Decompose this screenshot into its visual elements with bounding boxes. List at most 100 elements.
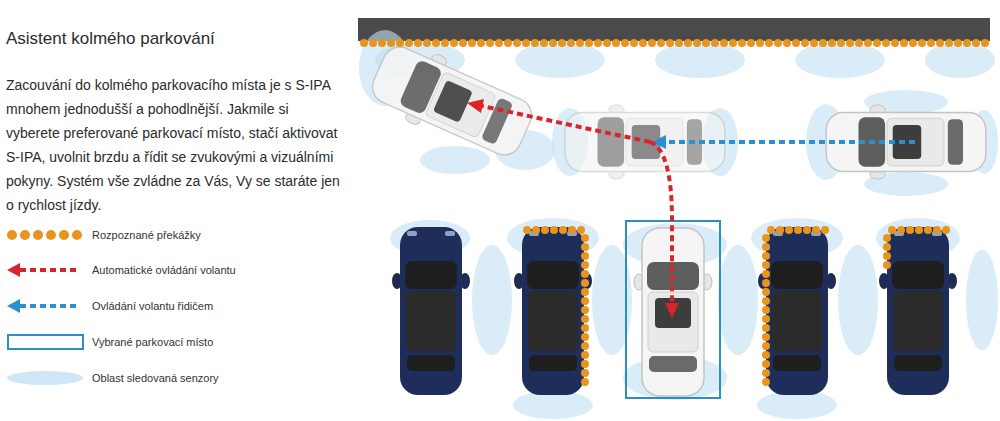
obstacle-dot [581, 252, 589, 260]
obstacle-dot [873, 39, 881, 47]
obstacle-dot [549, 39, 557, 47]
obstacle-dot [767, 226, 775, 234]
obstacle-dot [747, 39, 755, 47]
obstacle-dot [657, 39, 665, 47]
obstacle-dot [522, 39, 530, 47]
parked-car [758, 227, 836, 395]
obstacle-dot [666, 39, 674, 47]
obstacle-dot [924, 226, 932, 234]
obstacle-dot [762, 351, 770, 359]
sensor-area [472, 245, 512, 355]
obstacle-dots-swatch [7, 230, 82, 240]
legend-text: Oblast sledovaná senzory [92, 371, 219, 385]
obstacle-dot [567, 39, 575, 47]
obstacle-dot [883, 234, 891, 242]
obstacle-dot [762, 342, 770, 350]
own-car-turn [364, 35, 540, 168]
obstacle-dot [810, 39, 818, 47]
obstacle-dot [459, 39, 467, 47]
obstacle-dot [594, 39, 602, 47]
obstacle-dot [414, 39, 422, 47]
obstacle-dot [846, 39, 854, 47]
obstacle-dot [630, 39, 638, 47]
obstacle-dot [729, 39, 737, 47]
obstacle-dot [581, 270, 589, 278]
obstacle-dot [532, 226, 540, 234]
obstacle-dot [762, 288, 770, 296]
obstacle-dot [828, 39, 836, 47]
obstacle-dot [621, 39, 629, 47]
obstacle-dot [581, 243, 589, 251]
obstacle-dot [693, 39, 701, 47]
obstacle-dot [812, 226, 820, 234]
obstacle-dot [762, 306, 770, 314]
obstacle-dot [776, 226, 784, 234]
obstacle-dot [783, 39, 791, 47]
legend-text: Ovládání volantu řidičem [92, 299, 213, 313]
obstacle-dot [378, 39, 386, 47]
obstacle-dot [762, 261, 770, 269]
obstacle-dot [581, 378, 589, 386]
obstacle-dot [541, 226, 549, 234]
sensor-area [655, 42, 745, 78]
obstacle-dot [756, 39, 764, 47]
obstacle-dot [423, 39, 431, 47]
obstacle-dot [369, 39, 377, 47]
obstacle-dot [581, 234, 589, 242]
sensor-areas [359, 30, 998, 419]
obstacle-dot [450, 39, 458, 47]
obstacle-dot [762, 333, 770, 341]
obstacle-dot [963, 39, 971, 47]
description-text: Zacouvání do kolmého parkovacího místa j… [6, 73, 346, 217]
obstacle-dot [540, 39, 548, 47]
obstacle-dot [550, 226, 558, 234]
obstacle-dot [523, 226, 531, 234]
sensor-area [966, 250, 998, 350]
obstacle-dot [794, 226, 802, 234]
sensor-area [515, 42, 605, 78]
obstacle-dot [531, 39, 539, 47]
obstacle-dot [897, 226, 905, 234]
diagram-title: Asistent kolmého parkování [6, 29, 215, 49]
obstacle-dot [762, 378, 770, 386]
sensor-area [925, 42, 995, 78]
obstacle-dot [792, 39, 800, 47]
legend-text: Vybrané parkovací místo [92, 335, 213, 349]
obstacle-dot [558, 39, 566, 47]
obstacle-dot [762, 234, 770, 242]
obstacle-dot [762, 315, 770, 323]
obstacle-dot [981, 39, 989, 47]
parked-cars [392, 227, 957, 396]
obstacle-dots [360, 39, 989, 386]
obstacle-dot [581, 315, 589, 323]
auto-steering-swatch [7, 263, 80, 277]
obstacle-dot [883, 243, 891, 251]
obstacle-dot [888, 226, 896, 234]
driver-steering-swatch [7, 299, 80, 313]
obstacle-dot [495, 39, 503, 47]
obstacle-dot [396, 39, 404, 47]
obstacle-dot [762, 279, 770, 287]
obstacle-dot [432, 39, 440, 47]
obstacle-dot [883, 252, 891, 260]
obstacle-dot [918, 39, 926, 47]
sensor-area [757, 391, 837, 419]
obstacle-dot [762, 324, 770, 332]
obstacle-dot [864, 39, 872, 47]
legend-text: Automatické ovládání volantu [92, 263, 236, 277]
obstacle-dot [762, 270, 770, 278]
obstacle-dot [581, 288, 589, 296]
obstacle-dot [468, 39, 476, 47]
sensor-area [513, 391, 593, 419]
obstacle-dot [684, 39, 692, 47]
obstacle-dot [513, 39, 521, 47]
auto-steering-path [467, 99, 679, 318]
obstacle-dot [774, 39, 782, 47]
obstacle-dot [568, 226, 576, 234]
obstacle-dot [581, 360, 589, 368]
obstacle-dot [577, 226, 585, 234]
obstacle-dot [942, 226, 950, 234]
obstacle-dot [855, 39, 863, 47]
obstacle-dot [785, 226, 793, 234]
obstacle-dot [504, 39, 512, 47]
